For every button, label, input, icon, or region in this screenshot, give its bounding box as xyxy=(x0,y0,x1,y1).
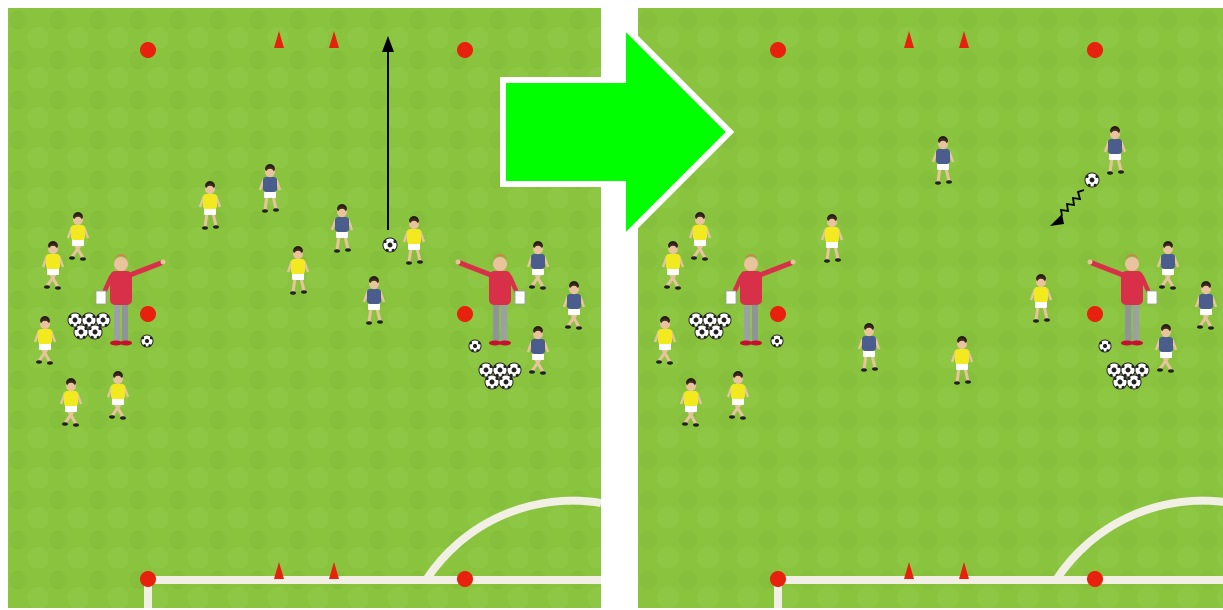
cone-icon xyxy=(274,31,284,48)
cone-icon xyxy=(904,562,914,579)
players-before xyxy=(33,164,586,427)
player-yellow xyxy=(1029,274,1053,323)
disc-marker-icon xyxy=(457,42,473,58)
soccer-ball-icon xyxy=(770,334,784,348)
player-yellow xyxy=(59,378,83,427)
soccer-ball-icon xyxy=(95,312,111,328)
player-blue xyxy=(526,241,550,290)
soccer-ball-icon xyxy=(468,339,482,353)
cone-icon xyxy=(959,562,969,579)
player-yellow xyxy=(286,246,310,295)
soccer-ball-icon xyxy=(492,362,508,378)
soccer-ball-icon xyxy=(87,324,103,340)
player-blue xyxy=(362,276,386,325)
disc-marker-icon xyxy=(770,571,786,587)
pitch-svg xyxy=(638,8,1223,608)
soccer-ball-icon xyxy=(382,237,398,253)
player-yellow xyxy=(66,212,90,261)
player-yellow xyxy=(106,371,130,420)
ball-pile xyxy=(1106,362,1150,390)
soccer-ball-icon xyxy=(694,324,710,340)
soccer-ball-icon xyxy=(73,324,89,340)
player-blue xyxy=(857,323,881,372)
soccer-ball-icon xyxy=(1084,172,1100,188)
squiggle-arrow-icon xyxy=(1050,189,1085,226)
disc-marker-icon xyxy=(457,571,473,587)
soccer-ball-icon xyxy=(1112,374,1128,390)
player-yellow xyxy=(950,336,974,385)
soccer-ball-icon xyxy=(484,374,500,390)
disc-marker-icon xyxy=(1087,42,1103,58)
player-yellow xyxy=(661,241,685,290)
disc-marker-icon xyxy=(1087,306,1103,322)
ball-pile xyxy=(688,312,732,340)
player-blue xyxy=(526,326,550,375)
coach-figure xyxy=(725,254,796,346)
player-yellow xyxy=(820,214,844,263)
cone-icon xyxy=(904,31,914,48)
soccer-ball-icon xyxy=(688,312,704,328)
disc-marker-icon xyxy=(1087,571,1103,587)
coach-figure xyxy=(95,254,166,346)
disc-marker-icon xyxy=(140,306,156,322)
player-blue xyxy=(931,136,955,185)
soccer-ball-icon xyxy=(498,374,514,390)
player-yellow xyxy=(41,241,65,290)
markers xyxy=(770,31,1103,587)
pitch-panel-after xyxy=(638,8,1223,608)
player-yellow xyxy=(679,378,703,427)
cone-icon xyxy=(274,562,284,579)
players-after xyxy=(653,126,1218,427)
cone-icon xyxy=(329,31,339,48)
soccer-ball-icon xyxy=(1126,374,1142,390)
disc-marker-icon xyxy=(140,42,156,58)
player-blue xyxy=(1154,324,1178,373)
disc-marker-icon xyxy=(457,306,473,322)
player-yellow xyxy=(653,316,677,365)
player-blue xyxy=(1103,126,1127,175)
ball-pile xyxy=(67,312,111,340)
straight-arrow-icon xyxy=(382,36,394,230)
player-yellow xyxy=(402,216,426,265)
player-yellow xyxy=(198,181,222,230)
player-blue xyxy=(1156,241,1180,290)
player-blue xyxy=(258,164,282,213)
disc-marker-icon xyxy=(770,42,786,58)
soccer-ball-icon xyxy=(1098,339,1112,353)
transition-arrow-icon xyxy=(500,22,740,247)
soccer-ball-icon xyxy=(1120,362,1136,378)
soccer-ball-icon xyxy=(1134,362,1150,378)
player-yellow xyxy=(33,316,57,365)
soccer-ball-icon xyxy=(140,334,154,348)
ball-pile xyxy=(478,362,522,390)
cone-icon xyxy=(959,31,969,48)
soccer-ball-icon xyxy=(708,324,724,340)
soccer-ball-icon xyxy=(506,362,522,378)
player-blue xyxy=(1194,281,1218,330)
player-yellow xyxy=(726,371,750,420)
disc-marker-icon xyxy=(140,571,156,587)
player-yellow xyxy=(688,212,712,261)
coach-figure xyxy=(455,254,526,346)
disc-marker-icon xyxy=(770,306,786,322)
soccer-ball-icon xyxy=(716,312,732,328)
coach-figure xyxy=(1087,254,1158,346)
player-blue xyxy=(562,281,586,330)
cone-icon xyxy=(329,562,339,579)
player-blue xyxy=(330,204,354,253)
markers xyxy=(140,31,473,587)
